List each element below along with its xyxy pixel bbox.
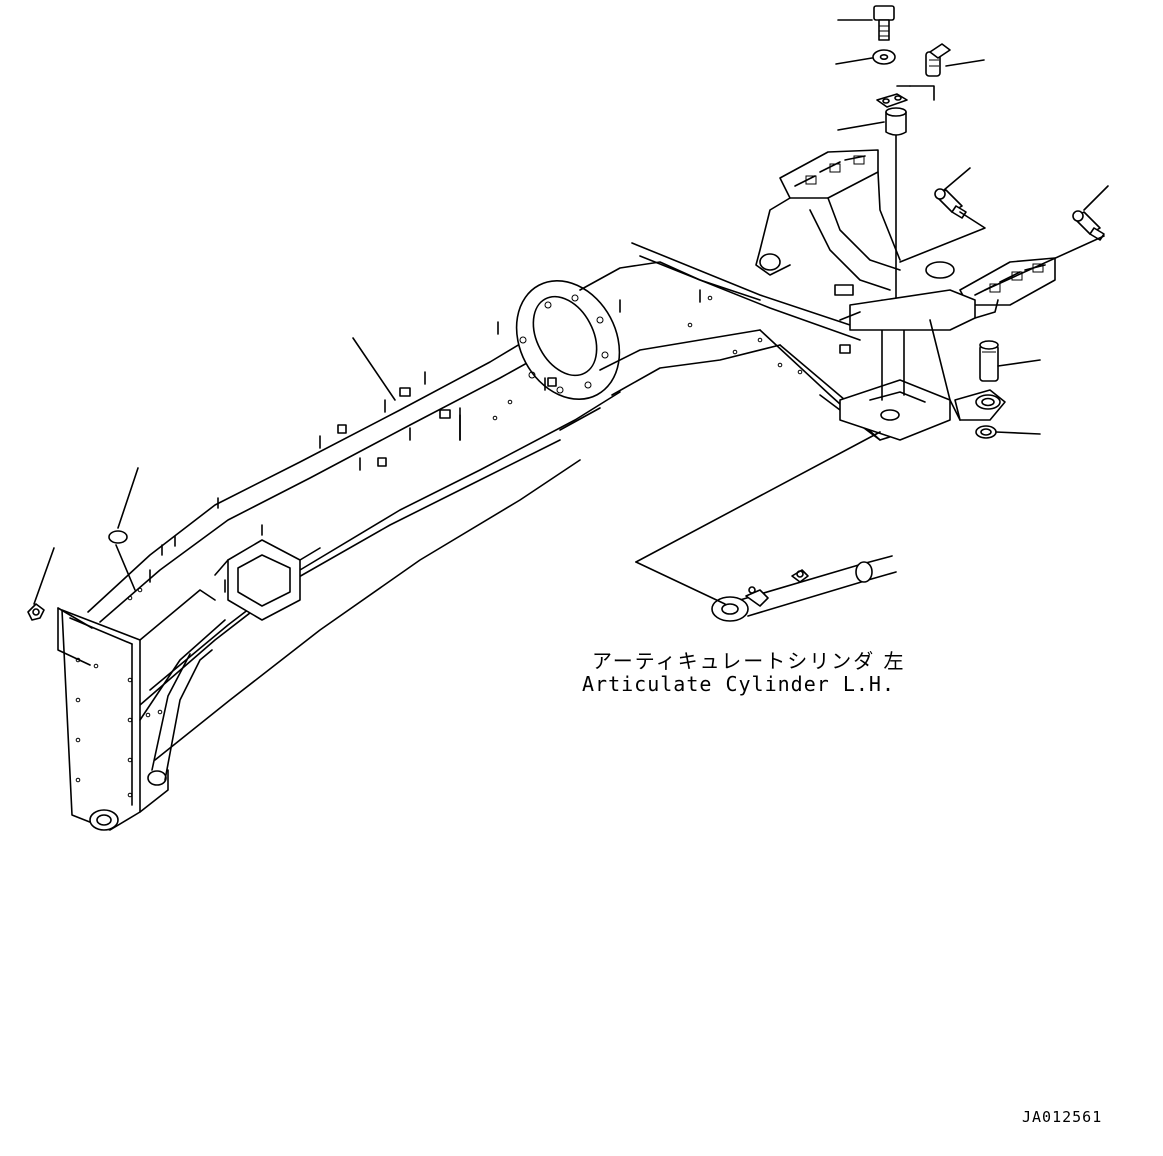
washer-icon bbox=[108, 530, 128, 544]
leader-lines bbox=[33, 19, 1109, 666]
pin-icon bbox=[885, 107, 907, 136]
washer-icon bbox=[872, 49, 896, 65]
cylinder-label-en: Articulate Cylinder L.H. bbox=[582, 672, 895, 696]
plug-icon bbox=[979, 340, 999, 382]
rear-frame bbox=[61, 129, 1056, 831]
drawing-number: JA012561 bbox=[1022, 1108, 1103, 1126]
grease-nipple-icon bbox=[1072, 210, 1105, 241]
elbow-grease-fitting-icon bbox=[925, 43, 951, 77]
articulate-cylinder-drawing bbox=[711, 555, 897, 622]
cylinder-label-jp: アーティキュレートシリンダ 左 bbox=[592, 649, 906, 673]
snap-ring-icon bbox=[975, 425, 997, 439]
grease-nipple-icon bbox=[934, 188, 967, 219]
lock-plate-icon bbox=[876, 93, 908, 108]
bolt-icon bbox=[873, 5, 895, 41]
grease-nipple-icon bbox=[27, 603, 45, 621]
